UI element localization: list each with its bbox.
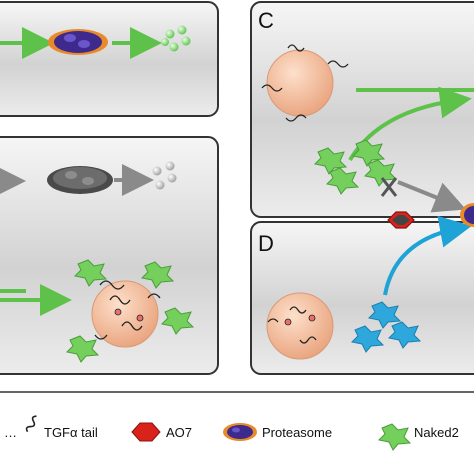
panel-label-c: C (258, 8, 274, 33)
blocked-arrow (397, 180, 467, 213)
blue-curved-arrow (383, 215, 472, 296)
panel-b (0, 136, 219, 375)
inactive-proteasome-icon (47, 166, 113, 194)
vesicle (266, 292, 334, 360)
legend-item-tgfa-tail: TGFα tail (44, 425, 98, 440)
green-curved-arrow (348, 86, 472, 162)
panel-a (0, 1, 219, 117)
legend-proteasome-icon (223, 423, 257, 441)
panel-d (250, 215, 474, 375)
legend-item-proteasome: Proteasome (262, 425, 333, 440)
block-x-icon (380, 177, 398, 197)
legend-red-hexagon-icon (131, 422, 161, 442)
red-hexagon-icon (387, 211, 415, 229)
panel-label-d: D (258, 231, 274, 256)
vesicle (261, 44, 349, 122)
proteasome-icon (48, 29, 108, 55)
peptide-fragments (161, 25, 191, 52)
proteasome-icon (460, 203, 474, 227)
vesicle (91, 280, 161, 348)
naked2-blue-icon (350, 301, 422, 353)
legend-item-ao7: AO7 (166, 425, 193, 440)
naked2-icon (65, 259, 195, 363)
panel-c (250, 1, 474, 218)
naked2-icon (313, 139, 398, 195)
legend-item-naked2: Naked2 (414, 425, 459, 440)
tail-icon (25, 415, 37, 433)
legend-naked2-icon (377, 423, 412, 451)
legend-item-fragment: … (4, 425, 17, 440)
peptide-fragments (152, 161, 177, 190)
legend: … TGFα tail AO7 Proteasome Naked2 (0, 392, 474, 474)
